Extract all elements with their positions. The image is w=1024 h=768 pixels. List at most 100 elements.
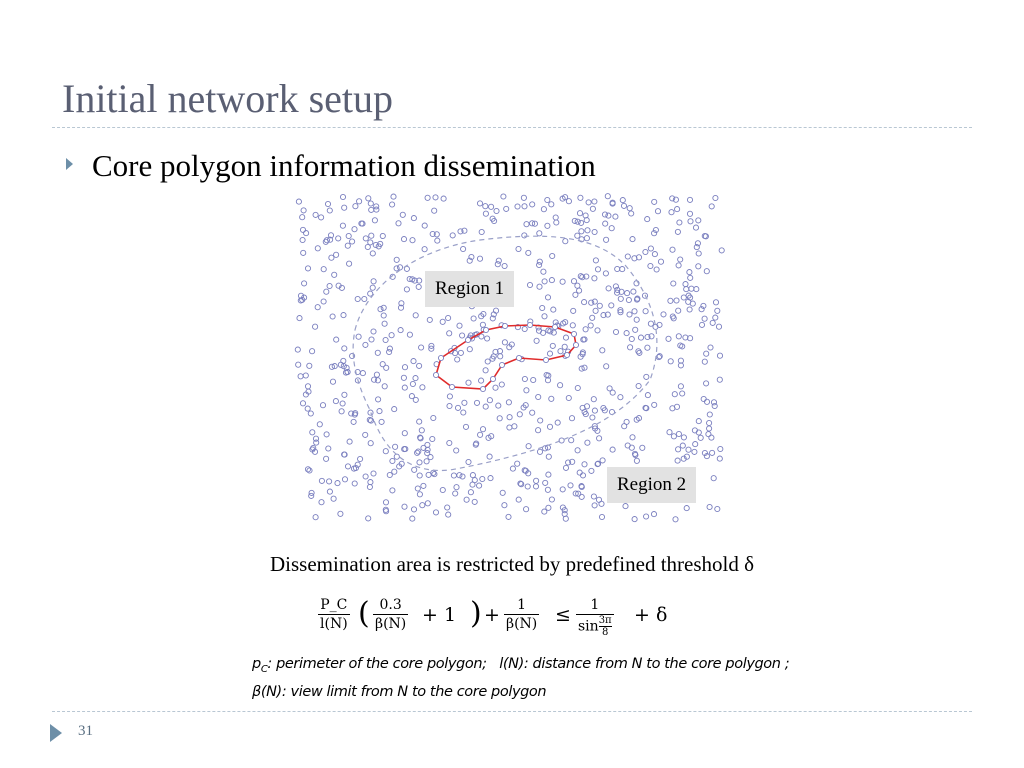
sensor-node [379,361,386,368]
sensor-node [565,198,572,205]
sensor-node [602,270,609,277]
sensor-node [314,304,321,311]
sensor-node [591,228,598,236]
sensor-node [487,475,494,482]
sensor-node [300,207,307,214]
sensor-node [680,434,687,441]
sensor-node [651,230,658,237]
core-node [432,371,440,379]
sensor-node [410,358,417,365]
sensor-node [444,504,451,511]
region-boundary [352,235,658,472]
sensor-node [312,435,320,442]
close-paren: ) [470,596,482,631]
sensor-node [465,379,472,386]
sensor-node [626,311,633,318]
region-1-label: Region 1 [425,271,515,307]
sensor-node [639,444,646,451]
sensor-node [393,256,400,263]
sensor-node [525,470,532,477]
sensor-node [544,377,552,384]
sensor-node [428,342,435,349]
sensor-node [300,249,307,256]
sensor-node [577,273,584,280]
sensor-node [550,306,557,313]
sensor-node [540,329,547,336]
sensor-node [312,323,319,330]
sensor-node [316,421,323,428]
sensor-node [592,257,599,264]
sensor-node [546,423,554,430]
sensor-node [415,283,422,290]
sensor-node [549,342,556,349]
sensor-node [449,232,456,239]
sensor-node [600,404,607,412]
sensor-node [403,265,410,272]
sensor-node [359,370,366,377]
sensor-node [450,472,457,479]
sensor-node [299,226,307,233]
sensor-node [644,216,651,223]
sensor-node [677,362,684,369]
sensor-node [416,277,423,284]
sensor-node [544,196,551,204]
sensor-node [548,201,555,208]
sensor-node [712,314,719,321]
sensor-node [351,480,358,487]
sensor-node [414,449,421,456]
sensor-node [428,345,435,352]
sensor-node [716,455,723,462]
sensor-node [376,408,383,415]
sensor-node [493,207,500,215]
sensor-node [515,496,522,503]
sensor-node [572,291,579,298]
sensor-node [456,322,463,329]
sensor-node [295,361,302,368]
sensor-node [651,198,658,205]
sensor-node [439,486,446,494]
sensor-node [418,344,425,351]
sensor-node [514,203,521,210]
sensor-node [349,352,356,360]
sensor-node [453,484,460,491]
sensor-node [705,431,712,438]
sensor-node [304,265,312,272]
sensor-node [523,387,530,394]
sensor-node [446,330,453,337]
sensor-node [571,217,578,224]
sensor-node [506,414,513,421]
sensor-node [339,400,346,407]
sensor-node [333,251,340,258]
sensor-node [322,238,329,245]
sensor-node [494,261,501,268]
sensor-node [478,313,485,320]
sensor-node [635,348,642,355]
denominator: β(N) [504,614,540,632]
sensor-node [623,330,630,337]
sensor-node [567,482,574,489]
sensor-node [463,496,470,503]
sensor-node [553,219,560,226]
sensor-node [717,445,724,453]
sensor-node [432,509,440,516]
sensor-node [416,472,423,479]
sensor-node [476,482,483,489]
sensor-node [652,226,659,234]
sensor-node [524,483,531,490]
sensor-node [612,283,619,290]
sensor-node [309,348,316,355]
sensor-node [368,232,375,239]
sensor-node [309,429,316,436]
sensor-node [326,488,333,495]
sensor-node [716,376,723,383]
sensor-node [624,290,631,297]
sensor-node [695,263,702,270]
sensor-node [362,431,369,438]
sensor-node [396,264,404,271]
sensor-node [382,448,389,455]
sensor-node [308,492,315,499]
sensor-node [410,506,418,513]
sensor-node [362,341,369,348]
sensor-node [341,345,348,352]
